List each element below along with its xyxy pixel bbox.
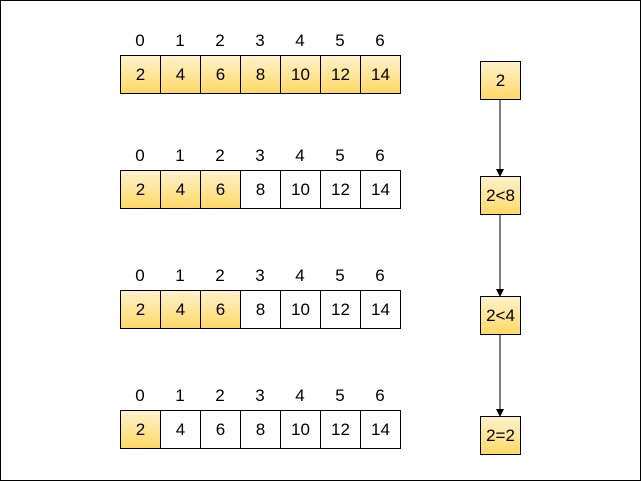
index-label: 0 — [135, 146, 145, 165]
array-cell: 8 — [240, 170, 281, 209]
index-label: 0 — [135, 31, 145, 50]
index-labels: 0 1 2 3 4 5 6 — [120, 144, 401, 168]
array-cell: 8 — [240, 410, 281, 449]
array-cell-active: 2 — [120, 170, 161, 209]
index-label: 2 — [215, 31, 225, 50]
array-cell: 8 — [240, 290, 281, 329]
index-labels: 0 1 2 3 4 5 6 — [120, 29, 401, 53]
array-cell-active: 2 — [120, 410, 161, 449]
index-label: 5 — [335, 266, 345, 285]
index-label: 4 — [295, 386, 305, 405]
index-label: 3 — [255, 146, 265, 165]
array-cell: 12 — [320, 410, 361, 449]
array-cell-active: 6 — [200, 55, 241, 94]
comparison-box: 2 — [480, 61, 521, 100]
array-cell-active: 14 — [360, 55, 401, 94]
index-label: 3 — [255, 31, 265, 50]
index-label: 1 — [175, 266, 185, 285]
array-cell-active: 4 — [160, 170, 201, 209]
index-label: 1 — [175, 386, 185, 405]
index-label: 6 — [375, 31, 385, 50]
index-label: 2 — [215, 386, 225, 405]
index-label: 5 — [335, 386, 345, 405]
comparison-box: 2<4 — [480, 296, 521, 335]
array-cell: 14 — [360, 290, 401, 329]
index-label: 4 — [295, 266, 305, 285]
index-label: 6 — [375, 386, 385, 405]
index-label: 2 — [215, 146, 225, 165]
array-cell-active: 8 — [240, 55, 281, 94]
array-cell-active: 2 — [120, 290, 161, 329]
index-label: 6 — [375, 146, 385, 165]
index-label: 0 — [135, 266, 145, 285]
index-label: 3 — [255, 266, 265, 285]
index-labels: 0 1 2 3 4 5 6 — [120, 264, 401, 288]
index-label: 4 — [295, 146, 305, 165]
index-label: 1 — [175, 146, 185, 165]
index-label: 5 — [335, 31, 345, 50]
array-cell: 10 — [280, 410, 321, 449]
array-cell: 14 — [360, 170, 401, 209]
index-label: 1 — [175, 31, 185, 50]
index-label: 2 — [215, 266, 225, 285]
comparison-box: 2<8 — [480, 176, 521, 215]
array-cell-active: 4 — [160, 290, 201, 329]
array-cell: 10 — [280, 290, 321, 329]
index-labels: 0 1 2 3 4 5 6 — [120, 384, 401, 408]
index-label: 5 — [335, 146, 345, 165]
index-label: 0 — [135, 386, 145, 405]
index-label: 6 — [375, 266, 385, 285]
array-cell-active: 12 — [320, 55, 361, 94]
index-label: 3 — [255, 386, 265, 405]
index-label: 4 — [295, 31, 305, 50]
array-cell: 14 — [360, 410, 401, 449]
array-cell: 12 — [320, 170, 361, 209]
